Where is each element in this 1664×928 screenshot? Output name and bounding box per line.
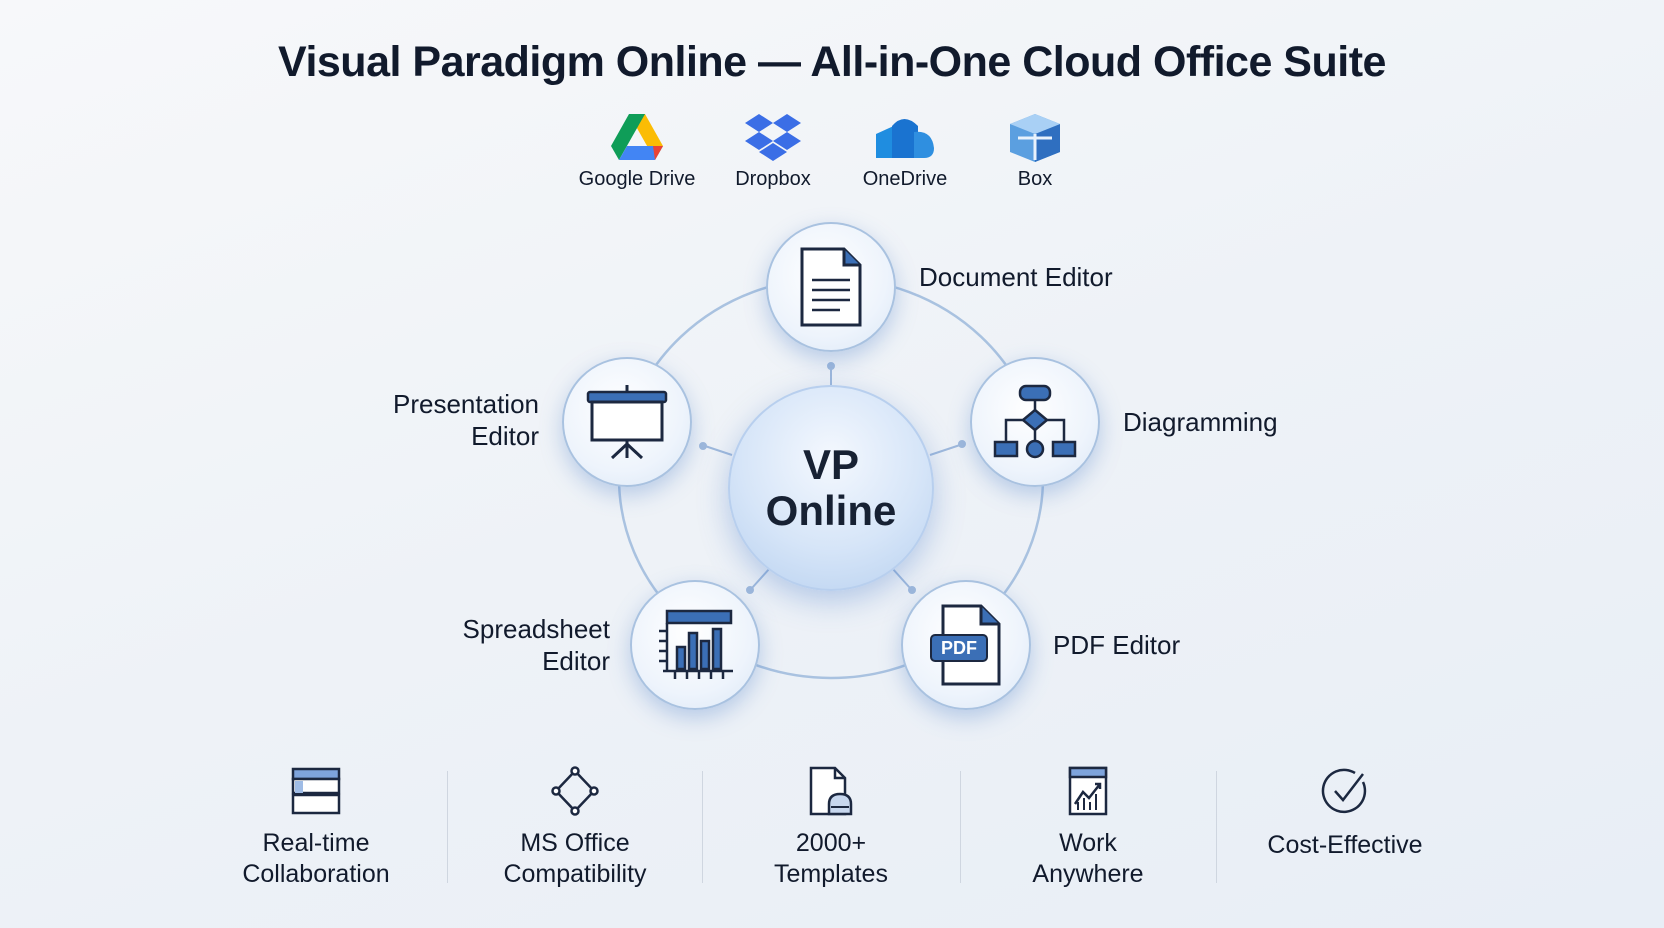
feature-label: Collaboration: [242, 860, 390, 888]
document-icon: [800, 247, 862, 327]
google-drive-icon: [611, 114, 663, 160]
divider: [960, 771, 961, 883]
feature-label: Anywhere: [1032, 860, 1144, 888]
integration-onedrive: OneDrive: [845, 112, 965, 191]
template-document-icon: [809, 766, 853, 816]
box-icon: [1010, 114, 1060, 162]
integration-label: OneDrive: [862, 168, 948, 190]
flowchart-icon: [993, 384, 1077, 459]
collaboration-panels-icon: [291, 767, 341, 815]
integration-label: Google Drive: [578, 168, 696, 190]
hub-line2: Online: [765, 487, 897, 534]
pdf-editor-node[interactable]: PDF: [901, 580, 1031, 710]
divider: [702, 771, 703, 883]
onedrive-icon: [876, 119, 934, 158]
pdf-file-icon: PDF: [930, 604, 1001, 686]
feature-label: MS Office: [520, 829, 630, 857]
checkmark-circle-icon: [1321, 768, 1367, 814]
presentation-editor-node[interactable]: [562, 357, 692, 487]
hub-line1: VP: [802, 441, 860, 488]
feature-label: 2000+: [795, 829, 867, 857]
feature-label: Cost-Effective: [1267, 831, 1423, 859]
dropbox-icon: [745, 114, 801, 161]
diagramming-label: Diagramming: [1123, 407, 1278, 437]
document-editor-node[interactable]: [766, 222, 896, 352]
integration-dropbox: Dropbox: [713, 112, 833, 191]
feature-label: Real-time: [262, 829, 370, 857]
label-line: Presentation: [393, 389, 539, 419]
feature-templates: 2000+ Templates: [721, 766, 941, 890]
growth-chart-icon: [1068, 766, 1108, 816]
pdf-editor-label: PDF Editor: [1053, 630, 1181, 660]
integration-label: Dropbox: [735, 168, 811, 190]
feature-label: Work: [1059, 829, 1117, 857]
label-line: Editor: [471, 421, 539, 451]
feature-cost-effective: Cost-Effective: [1235, 766, 1455, 861]
page-title: Visual Paradigm Online — All-in-One Clou…: [278, 38, 1386, 86]
document-editor-label: Document Editor: [919, 262, 1113, 292]
diagramming-node[interactable]: [970, 357, 1100, 487]
divider: [1216, 771, 1217, 883]
label-line: Editor: [542, 646, 610, 676]
spreadsheet-chart-icon: [659, 609, 733, 679]
integration-box: Box: [975, 112, 1095, 191]
network-diamond-icon: [551, 766, 599, 816]
spreadsheet-editor-node[interactable]: [630, 580, 760, 710]
feature-label: Templates: [774, 860, 888, 888]
label-line: Spreadsheet: [462, 614, 610, 644]
presentation-board-icon: [586, 385, 668, 460]
pdf-badge: PDF: [941, 638, 977, 658]
feature-label: Compatibility: [503, 860, 647, 888]
integration-google-drive: Google Drive: [577, 112, 697, 191]
integration-label: Box: [1017, 168, 1053, 190]
divider: [447, 771, 448, 883]
